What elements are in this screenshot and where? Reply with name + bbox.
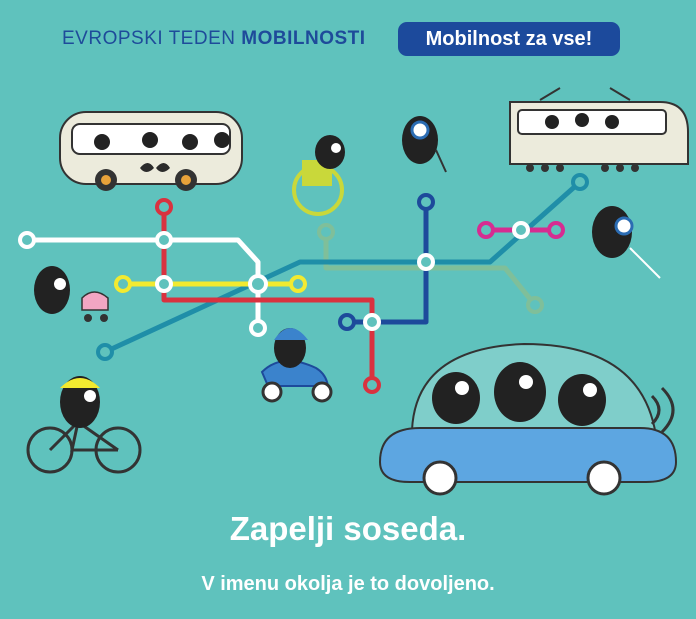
scooter-rider-illustration [260, 328, 333, 403]
campaign-title: EVROPSKI TEDEN MOBILNOSTI [62, 28, 366, 50]
cyclist-illustration [26, 376, 142, 474]
slogan-badge: Mobilnost za vse! [398, 22, 620, 56]
woman-with-white-cane-illustration [592, 206, 661, 279]
metro-stations [18, 173, 589, 394]
line-green [323, 229, 538, 308]
campaign-title-strong: MOBILNOSTI [241, 28, 366, 49]
tram-illustration [509, 87, 689, 172]
wheelchair-user-illustration [292, 135, 345, 216]
parent-with-stroller-illustration [34, 266, 109, 322]
subline: V imenu okolja je to dovoljeno. [201, 573, 495, 595]
headline: Zapelji soseda. [229, 510, 467, 547]
line-white [24, 237, 261, 331]
line-red [161, 204, 375, 388]
campaign-title-prefix: EVROPSKI TEDEN [62, 28, 236, 49]
line-teal [102, 179, 583, 355]
pedestrian-with-cane-illustration [402, 116, 447, 173]
bus-illustration [59, 111, 243, 191]
car-illustration [378, 342, 678, 496]
